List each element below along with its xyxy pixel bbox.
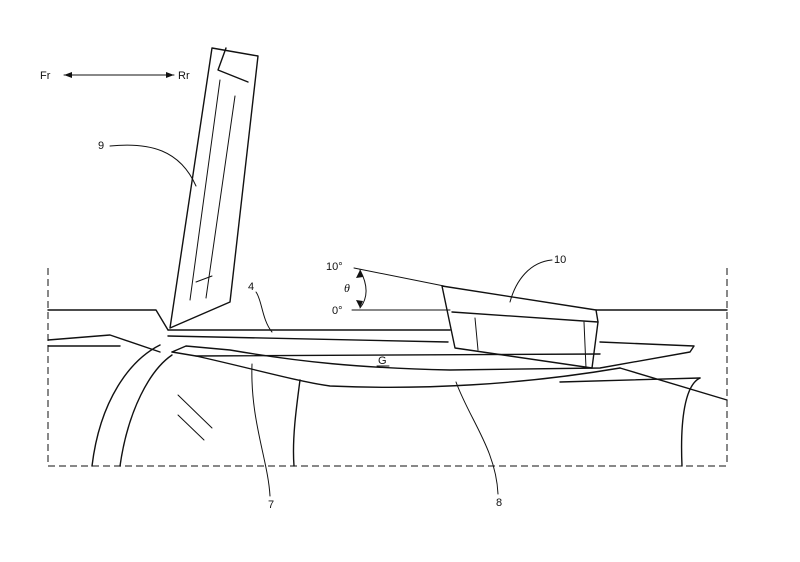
center-post bbox=[292, 379, 301, 467]
arrow-right-icon bbox=[166, 72, 174, 78]
angle-arc bbox=[359, 269, 367, 309]
hatch-2 bbox=[177, 414, 205, 441]
ref-8-label: 8 bbox=[496, 497, 502, 509]
left-arch-inner bbox=[119, 354, 173, 467]
right-contour bbox=[619, 367, 728, 401]
rear-label: Rr bbox=[178, 70, 190, 82]
panel-9-inner-line-2 bbox=[205, 95, 236, 299]
front-label: Fr bbox=[40, 70, 51, 82]
ref-10-label: 10 bbox=[554, 254, 566, 266]
frame-boundary bbox=[47, 268, 728, 467]
panel-9-inner-line bbox=[189, 79, 221, 301]
left-contour bbox=[47, 334, 161, 353]
angle-lower-label: 0° bbox=[332, 305, 343, 317]
right-contour-2 bbox=[559, 377, 701, 383]
ref-7-label: 7 bbox=[268, 499, 274, 511]
angle-upper-label: 10° bbox=[326, 261, 343, 273]
beam-gap-line bbox=[195, 353, 601, 357]
direction-indicator: Fr Rr bbox=[40, 70, 190, 82]
beam-upper-edge bbox=[171, 341, 695, 371]
angle-arrow-down-icon bbox=[356, 300, 363, 308]
angle-indicator: 10° 0° θ bbox=[326, 261, 451, 317]
body-structure bbox=[47, 309, 728, 467]
angle-arrow-up-icon bbox=[356, 270, 363, 278]
arrow-left-icon bbox=[64, 72, 72, 78]
panel-9-top-detail bbox=[217, 47, 249, 83]
block-10-face-line bbox=[451, 311, 599, 323]
block-10-edge-1 bbox=[474, 317, 479, 351]
ref-9-leader bbox=[109, 144, 197, 187]
panel-9-hatch bbox=[195, 275, 213, 283]
panel-9-outline bbox=[169, 47, 259, 329]
right-arch bbox=[680, 377, 701, 467]
ref-g-label: G bbox=[378, 355, 387, 367]
left-arch bbox=[91, 344, 161, 467]
panel-9 bbox=[169, 47, 259, 329]
ref-4-leader bbox=[255, 291, 273, 333]
surface-left bbox=[47, 309, 169, 331]
member-4-bottom bbox=[167, 335, 449, 343]
ref-9-label: 9 bbox=[98, 140, 104, 152]
ref-4-label: 4 bbox=[248, 281, 254, 293]
angle-symbol: θ bbox=[344, 281, 350, 295]
block-10 bbox=[441, 285, 599, 369]
block-10-edge-2 bbox=[583, 321, 587, 369]
ref-8-leader bbox=[455, 381, 499, 495]
reference-labels: 9 4 10 G 7 8 bbox=[98, 140, 566, 511]
angle-10-line bbox=[353, 267, 445, 287]
ref-10-leader bbox=[509, 259, 553, 303]
ref-7-leader bbox=[251, 363, 271, 497]
beam-7-8 bbox=[171, 341, 695, 389]
beam-lower-edge bbox=[171, 351, 621, 389]
hatch-1 bbox=[177, 394, 213, 429]
block-10-outline bbox=[441, 285, 599, 369]
